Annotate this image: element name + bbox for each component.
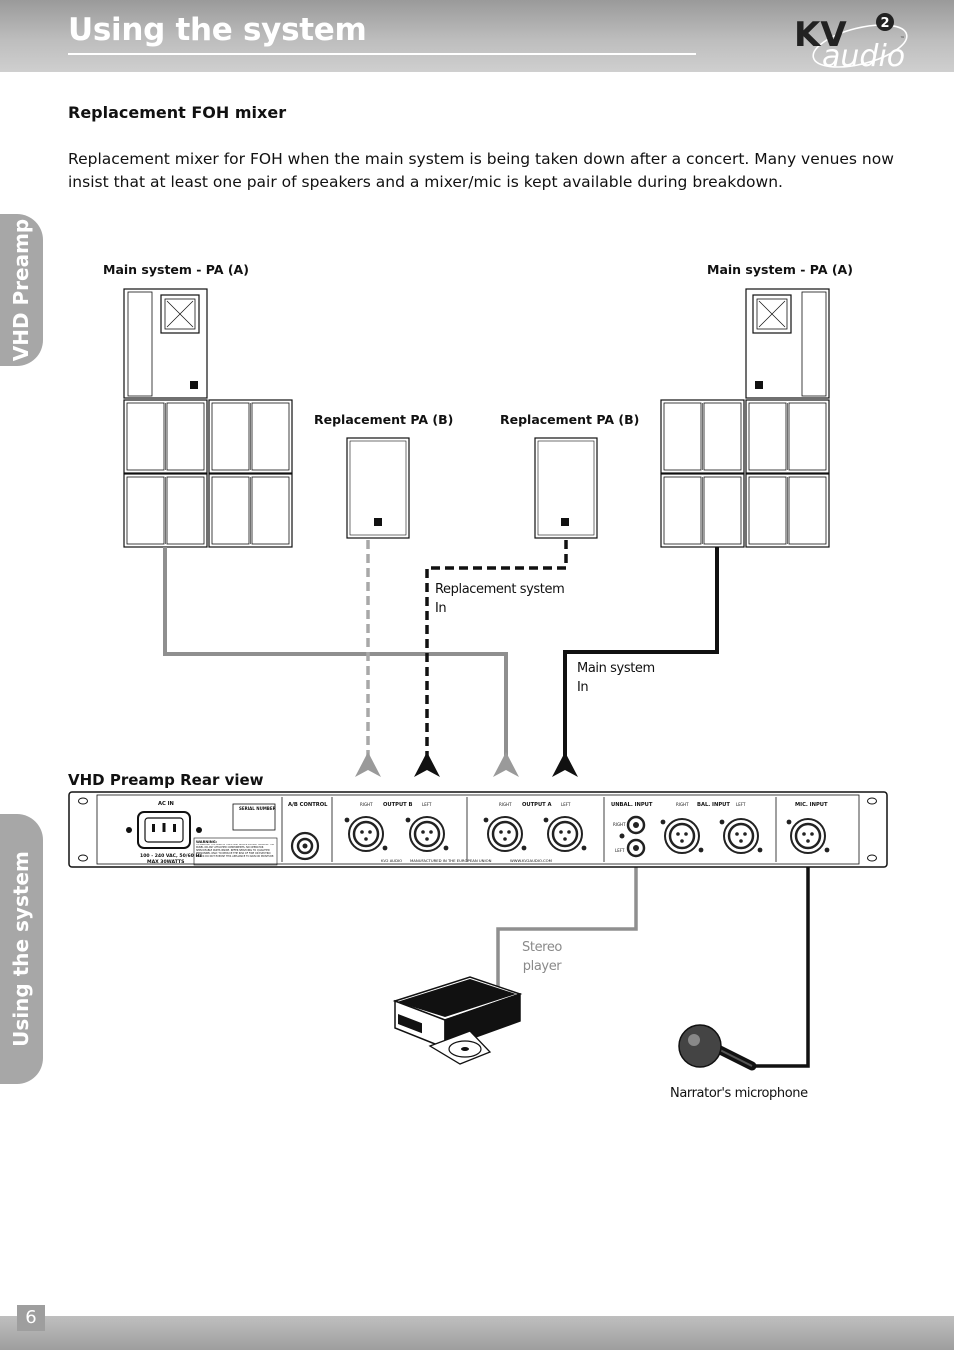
intro-paragraph: Replacement mixer for FOH when the main … bbox=[68, 150, 894, 191]
note-main-system-in: Main system In bbox=[577, 659, 655, 697]
cable-stereo-player bbox=[496, 845, 638, 988]
logo-sub-text: audio bbox=[822, 39, 905, 68]
panel-unbal-right-label: RIGHT bbox=[613, 822, 626, 827]
panel-warning-text: TO REDUCE THE RISK OF ELECTRIC SHOCK DO … bbox=[196, 844, 275, 858]
panel-footer-brand: KV2 AUDIO bbox=[381, 858, 402, 863]
cable-main-left bbox=[163, 547, 508, 770]
panel-ac-in: AC IN bbox=[158, 801, 174, 807]
main-pa-right-stack bbox=[660, 288, 830, 548]
label-main-pa-right: Main system - PA (A) bbox=[707, 262, 853, 277]
footer-bar bbox=[0, 1316, 954, 1350]
header-bar bbox=[0, 0, 954, 72]
arrow-output-b-left bbox=[414, 752, 440, 777]
panel-warning-title: WARNING: bbox=[196, 840, 218, 844]
rear-view-title: VHD Preamp Rear view bbox=[68, 771, 264, 789]
panel-ab-control: A/B CONTROL bbox=[288, 802, 328, 808]
logo-tm-text: ™ bbox=[900, 36, 905, 42]
note-replacement-line2: In bbox=[435, 601, 447, 616]
label-replacement-pa-right: Replacement PA (B) bbox=[500, 412, 640, 427]
note-narrator-microphone: Narrator's microphone bbox=[670, 1086, 808, 1101]
logo-brand-text: KV bbox=[794, 15, 847, 55]
panel-unbal-left-label: LEFT bbox=[615, 848, 625, 853]
cable-microphone bbox=[752, 850, 810, 1068]
panel-warning-box: TO REDUCE THE RISK OF ELECTRIC SHOCK DO … bbox=[196, 844, 275, 858]
panel-output-b-left-label: LEFT bbox=[422, 802, 432, 807]
arrow-output-a-left bbox=[552, 752, 578, 777]
panel-footer-web: WWW.KV2AUDIO.COM bbox=[510, 858, 552, 863]
stereo-player-device bbox=[392, 976, 523, 1065]
kv2-audio-logo: KV audio 2 ™ bbox=[794, 13, 908, 68]
panel-output-a-right-label: RIGHT bbox=[499, 802, 512, 807]
main-pa-left-stack bbox=[123, 288, 293, 548]
arrow-output-a-right bbox=[493, 752, 519, 777]
panel-serial-number: SERIAL NUMBER bbox=[239, 806, 276, 811]
panel-voltage: 100 - 240 VAC, 50/60 Hz bbox=[140, 853, 202, 859]
panel-bal-left-label: LEFT bbox=[736, 802, 746, 807]
vhd-preamp-rear-panel: AC IN SERIAL NUMBER A/B CONTROL OUTPUT B… bbox=[68, 791, 888, 868]
note-stereo-line1: Stereo bbox=[522, 940, 562, 955]
panel-output-a-left-label: LEFT bbox=[561, 802, 571, 807]
note-stereo-player: Stereo player bbox=[518, 938, 566, 976]
section-heading: Replacement FOH mixer bbox=[68, 103, 287, 122]
panel-output-a: OUTPUT A bbox=[522, 802, 552, 808]
microphone-device bbox=[678, 1024, 757, 1071]
replacement-pa-right-speaker bbox=[534, 437, 598, 539]
title-underline bbox=[68, 53, 696, 55]
panel-unbal-input: UNBAL. INPUT bbox=[611, 802, 653, 808]
panel-output-b: OUTPUT B bbox=[383, 802, 413, 808]
panel-footer-made: MANUFACTURED IN THE EUROPEAN UNION bbox=[410, 858, 492, 863]
note-main-line1: Main system bbox=[577, 661, 655, 676]
replacement-pa-left-speaker bbox=[346, 437, 410, 539]
note-replacement-line1: Replacement system bbox=[435, 582, 565, 597]
panel-max-watts: MAX 30WATTS bbox=[147, 859, 184, 865]
page-number: 6 bbox=[17, 1305, 45, 1331]
arrow-output-b-right bbox=[355, 752, 381, 777]
page-title: Using the system bbox=[68, 12, 367, 48]
label-main-pa-left: Main system - PA (A) bbox=[103, 262, 249, 277]
panel-output-b-right-label: RIGHT bbox=[360, 802, 373, 807]
cable-replacement-right bbox=[425, 540, 568, 770]
side-tab-vhd-preamp[interactable]: VHD Preamp bbox=[0, 214, 43, 366]
note-stereo-line2: player bbox=[522, 959, 562, 974]
panel-bal-right-label: RIGHT bbox=[676, 802, 689, 807]
panel-bal-input: BAL. INPUT bbox=[697, 802, 730, 808]
label-replacement-pa-left: Replacement PA (B) bbox=[314, 412, 454, 427]
cable-main-right bbox=[563, 547, 719, 770]
note-replacement-system-in: Replacement system In bbox=[435, 580, 565, 618]
logo-badge-text: 2 bbox=[881, 16, 890, 31]
side-tab-using-the-system[interactable]: Using the system bbox=[0, 814, 43, 1084]
note-main-line2: In bbox=[577, 680, 589, 695]
panel-mic-input: MIC. INPUT bbox=[795, 802, 828, 808]
